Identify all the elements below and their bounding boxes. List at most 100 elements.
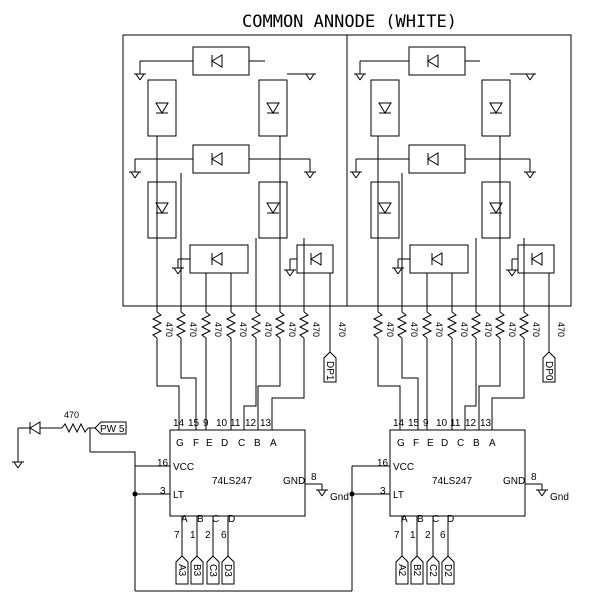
resistor-label: 470 [213,322,223,337]
resistor-label: 470 [188,322,198,337]
power-indicator [12,421,390,592]
resistor-label: 470 [164,322,174,337]
resistor-label: 470 [287,322,297,337]
svg-text:3: 3 [380,486,386,497]
svg-text:D: D [228,514,235,525]
svg-text:C: C [432,514,439,525]
svg-text:B: B [417,514,424,525]
svg-text:GND: GND [503,476,525,487]
digit-stage-left: 470 470 470 470 470 470 470 470 DP1 14 [122,34,349,585]
segment-b-led [258,79,288,137]
svg-text:2: 2 [205,530,211,541]
digit-stage-right: 470 470 470 470 470 470 470 470 DP0 14 [346,34,572,585]
diode-icon [431,252,443,266]
diode-icon [29,421,41,435]
diode-icon [489,102,503,114]
resistor-label: 470 [337,322,347,337]
svg-text:10: 10 [436,418,448,429]
svg-text:C: C [212,514,219,525]
segment-d-led [409,244,469,274]
svg-text:A: A [270,438,277,449]
gnd-label: Gnd [550,492,569,503]
chip-pin-wires-left [181,483,328,556]
svg-text:D2: D2 [442,564,453,577]
segment-c-led [481,181,511,239]
diode-icon [531,252,543,266]
diode-icon [211,54,223,68]
power-tag-label: PW 5 [100,424,125,435]
segment-g-led [408,144,466,174]
diode-icon [266,102,280,114]
resistor-label: 470 [483,322,493,337]
svg-text:16: 16 [377,458,389,469]
svg-text:A3: A3 [176,564,187,577]
svg-text:C: C [457,438,464,449]
svg-text:VCC: VCC [173,462,194,473]
svg-text:GND: GND [283,476,305,487]
diode-icon [489,202,503,214]
svg-text:1: 1 [410,530,416,541]
segment-c-led [258,181,288,239]
svg-text:A: A [489,438,496,449]
svg-text:G: G [176,438,184,449]
resistor-label: 470 [507,322,517,337]
diode-icon [211,252,223,266]
decoder-chip-right: 14 15 9 10 11 12 13 G F E D C B A VCC LT… [377,418,537,541]
input-tags-left: A3 B3 C3 D3 [175,555,235,585]
resistor-label: 470 [263,322,273,337]
svg-text:C3: C3 [207,564,218,577]
gnd-label: Gnd [330,492,349,503]
segment-b-led [481,79,511,137]
resistor-label: 470 [434,322,444,337]
diode-icon [427,54,439,68]
svg-text:A: A [401,514,408,525]
dp-tag-left: DP1 [323,351,337,383]
svg-text:C2: C2 [427,564,438,577]
svg-text:3: 3 [160,486,166,497]
svg-text:2: 2 [425,530,431,541]
svg-text:A: A [181,514,188,525]
dp-tag-right: DP0 [542,351,556,383]
svg-text:14: 14 [173,418,185,429]
svg-text:LT: LT [393,490,404,501]
svg-text:B3: B3 [191,564,202,577]
led-segments-left [129,46,334,312]
svg-text:1: 1 [190,530,196,541]
resistor-label: 470 [459,322,469,337]
svg-text:11: 11 [450,418,461,429]
svg-text:8: 8 [311,472,317,483]
svg-text:12: 12 [465,418,477,429]
svg-text:7: 7 [394,530,400,541]
input-tags-right: A2 B2 C2 D2 [395,555,455,585]
svg-text:B: B [254,438,261,449]
svg-text:13: 13 [260,418,272,429]
resistor-label: 470 [385,322,395,337]
svg-text:D: D [447,514,454,525]
svg-text:8: 8 [531,472,537,483]
pw-resistor-label: 470 [64,410,79,420]
segment-e-led [370,181,400,239]
svg-text:9: 9 [423,418,429,429]
svg-text:D: D [441,438,448,449]
svg-text:16: 16 [157,458,169,469]
svg-text:D3: D3 [222,564,233,577]
svg-text:VCC: VCC [393,462,414,473]
svg-text:C: C [238,438,245,449]
svg-text:10: 10 [216,418,228,429]
svg-text:F: F [193,438,199,449]
svg-text:DP1: DP1 [324,361,335,381]
svg-text:15: 15 [188,418,200,429]
segment-f-led [370,79,400,137]
diode-icon [266,202,280,214]
wires-to-chip-right [377,338,550,430]
segment-a-led [192,46,250,76]
segment-a-led [408,46,466,76]
diode-icon [378,202,392,214]
svg-text:A2: A2 [396,564,407,577]
resistor-bank-left: 470 470 470 470 470 470 470 470 [151,311,347,339]
svg-text:13: 13 [480,418,492,429]
segment-dp-led [296,244,334,274]
chip-pin-wires-right [401,483,548,556]
svg-text:DP0: DP0 [543,361,554,381]
